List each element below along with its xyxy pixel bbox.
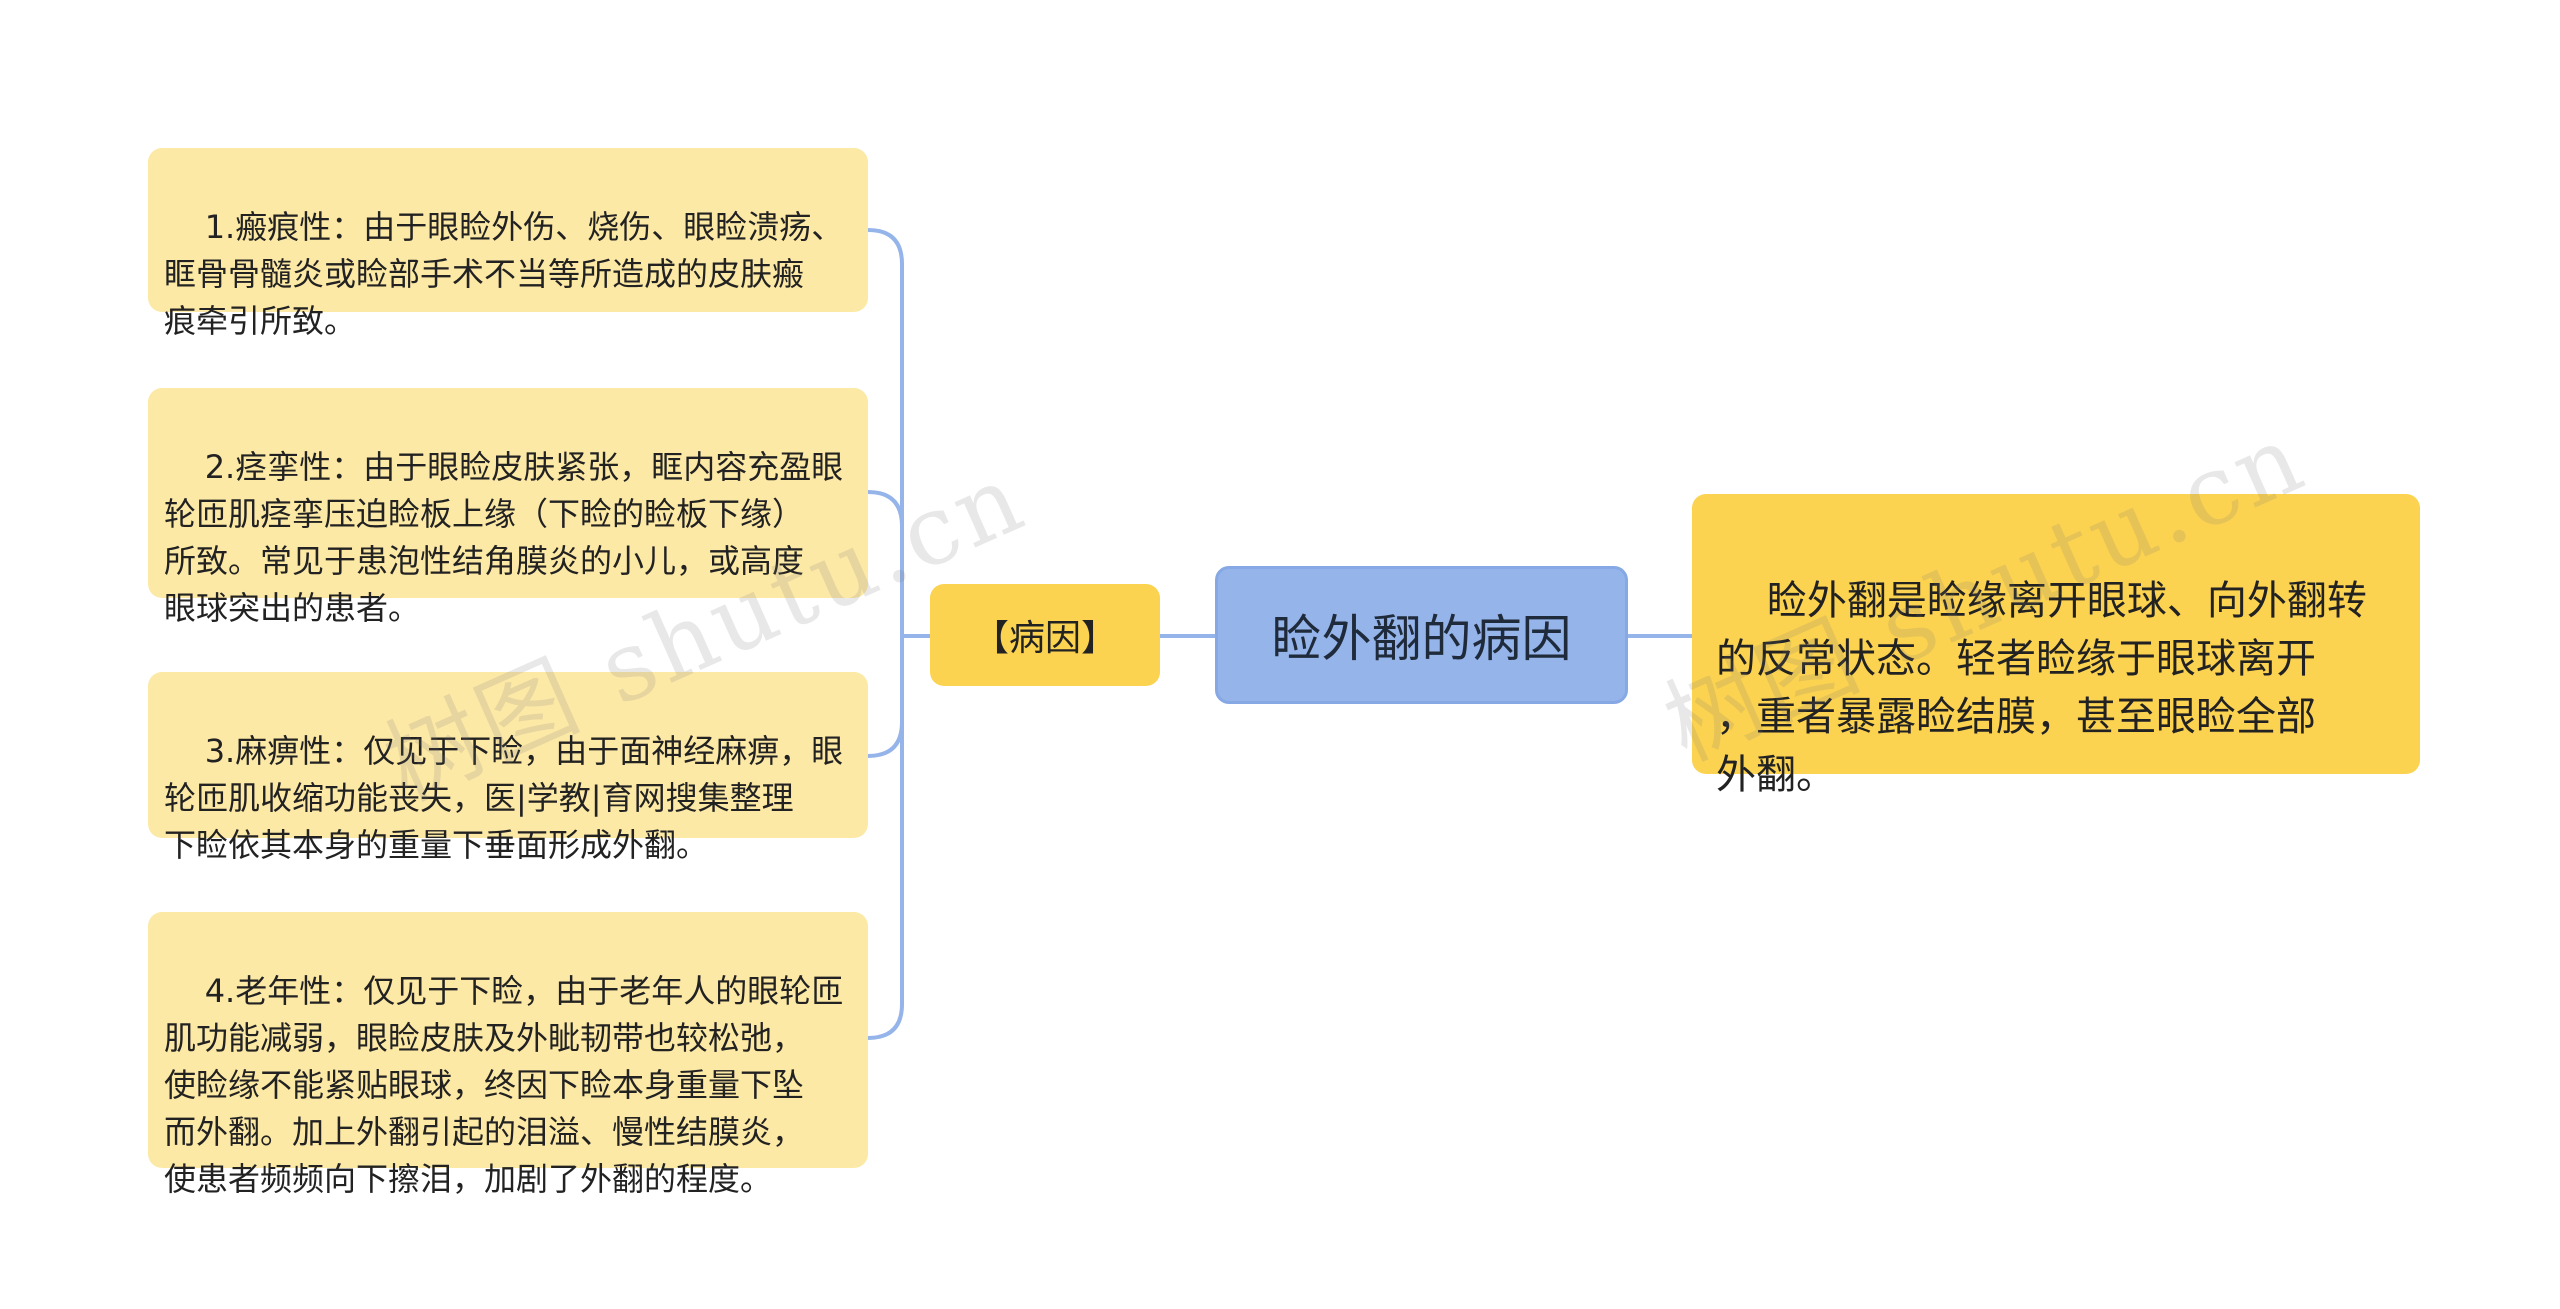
connector-leaf-2	[867, 490, 904, 527]
connector-leaf-1	[867, 228, 904, 636]
cause-text-2: 2.痉挛性：由于眼睑皮肤紧张，眶内容充盈眼 轮匝肌痉挛压迫睑板上缘（下睑的睑板下…	[164, 448, 844, 627]
center-topic-title: 睑外翻的病因	[1271, 610, 1572, 668]
definition-text: 睑外翻是睑缘离开眼球、向外翻转 的反常状态。轻者睑缘于眼球离开 ，重者暴露睑结膜…	[1716, 578, 2367, 798]
definition-node[interactable]: 睑外翻是睑缘离开眼球、向外翻转 的反常状态。轻者睑缘于眼球离开 ，重者暴露睑结膜…	[1692, 494, 2420, 798]
connector-leaf-4	[867, 722, 904, 1040]
center-topic-node[interactable]: 睑外翻的病因	[1215, 566, 1628, 704]
category-node[interactable]: 【病因】	[930, 584, 1160, 686]
cause-text-1: 1.瘢痕性：由于眼睑外伤、烧伤、眼睑溃疡、 眶骨骨髓炎或睑部手术不当等所造成的皮…	[164, 208, 844, 340]
cause-text-4: 4.老年性：仅见于下睑，由于老年人的眼轮匝 肌功能减弱，眼睑皮肤及外眦韧带也较松…	[164, 972, 844, 1198]
cause-node-2[interactable]: 2.痉挛性：由于眼睑皮肤紧张，眶内容充盈眼 轮匝肌痉挛压迫睑板上缘（下睑的睑板下…	[148, 388, 868, 627]
category-label: 【病因】	[972, 618, 1117, 659]
cause-node-4[interactable]: 4.老年性：仅见于下睑，由于老年人的眼轮匝 肌功能减弱，眼睑皮肤及外眦韧带也较松…	[148, 912, 868, 1198]
cause-node-1[interactable]: 1.瘢痕性：由于眼睑外伤、烧伤、眼睑溃疡、 眶骨骨髓炎或睑部手术不当等所造成的皮…	[148, 148, 868, 340]
cause-text-3: 3.麻痹性：仅见于下睑，由于面神经麻痹，眼 轮匝肌收缩功能丧失，医|学教|育网搜…	[164, 732, 844, 864]
connector-leaf-3	[867, 636, 904, 758]
cause-node-3[interactable]: 3.麻痹性：仅见于下睑，由于面神经麻痹，眼 轮匝肌收缩功能丧失，医|学教|育网搜…	[148, 672, 868, 864]
